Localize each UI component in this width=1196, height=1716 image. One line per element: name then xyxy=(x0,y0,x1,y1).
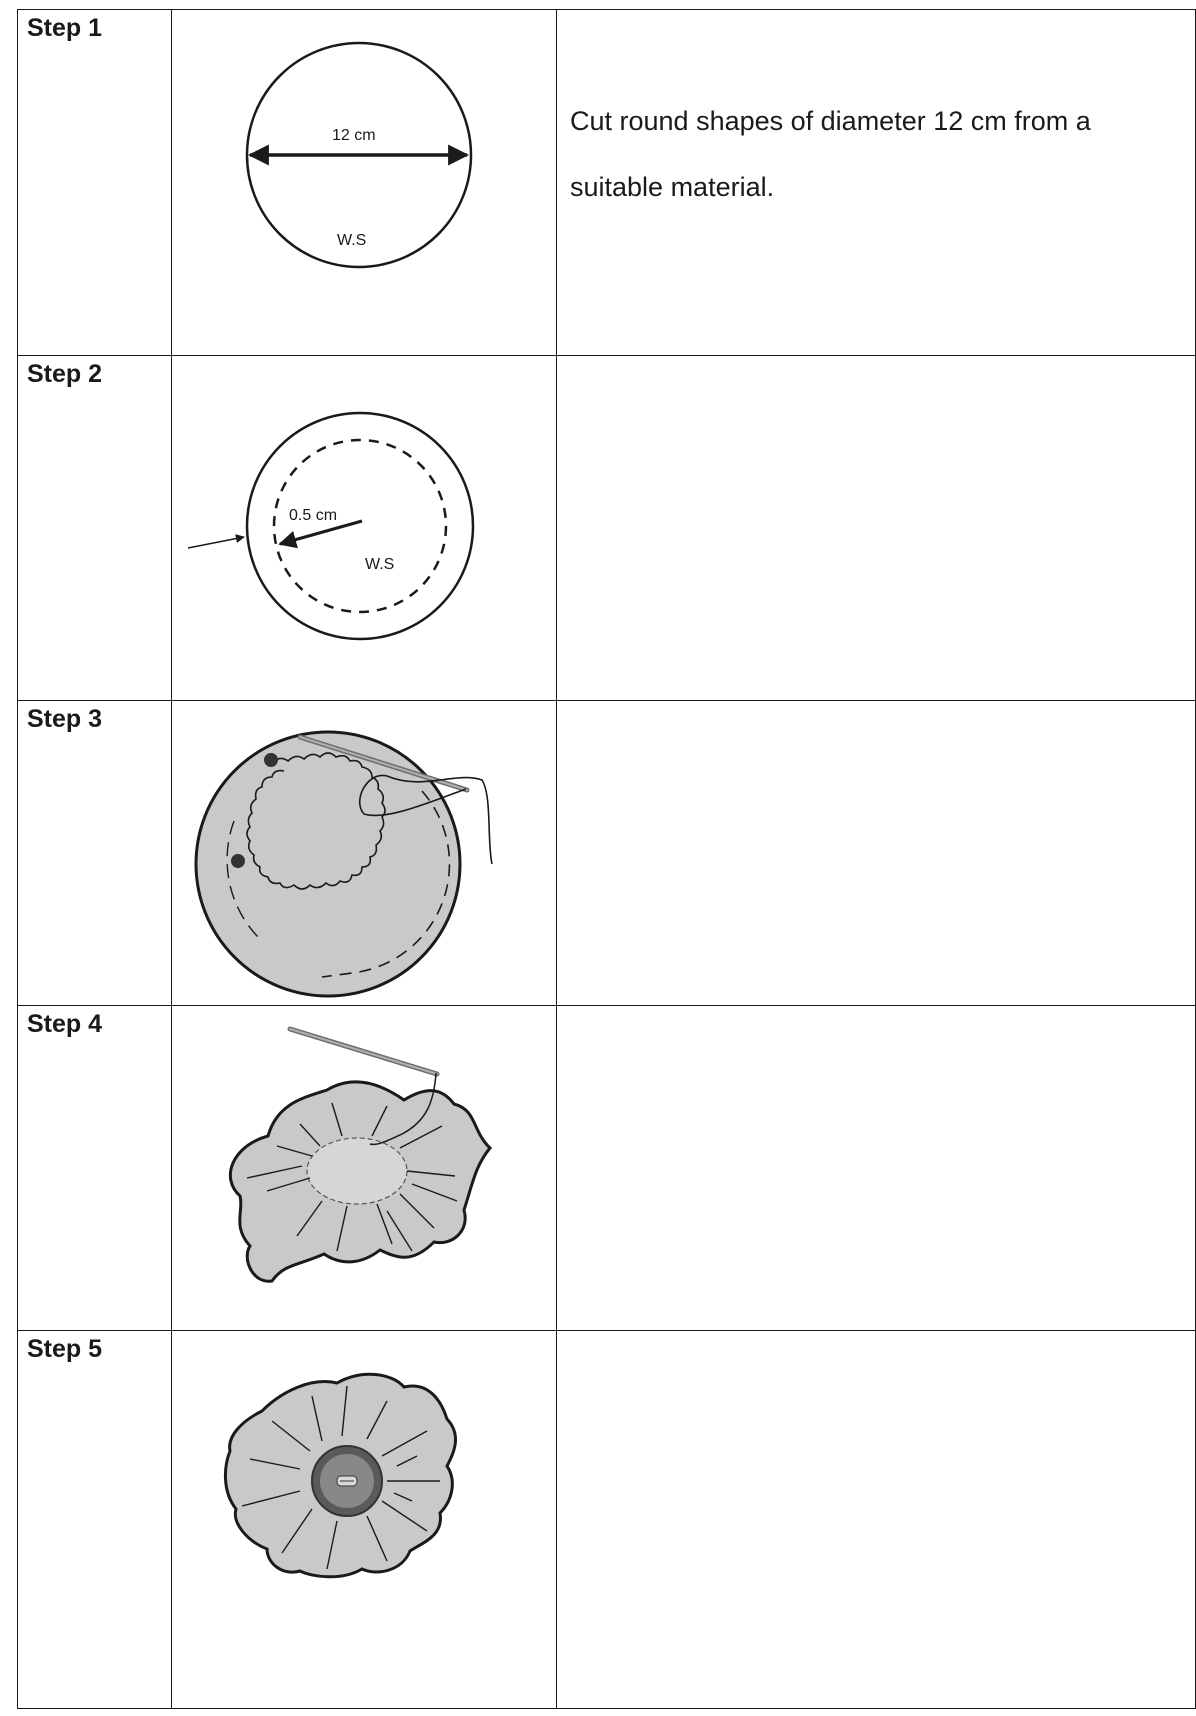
gathered-fabric-figure xyxy=(172,1006,557,1329)
step-description xyxy=(557,1006,1195,1084)
figure-cell xyxy=(172,1006,557,1331)
step-description xyxy=(557,356,1195,434)
steps-table: Step 1 12 cm W.S Cut round shapes of dia… xyxy=(17,9,1196,1709)
description-cell xyxy=(557,356,1196,701)
step-label: Step 1 xyxy=(18,10,171,43)
pin-dot xyxy=(264,753,278,767)
figure-cell xyxy=(172,701,557,1006)
dimension-label: 12 cm xyxy=(332,127,376,144)
needle-highlight xyxy=(290,1029,437,1074)
running-stitch-figure xyxy=(172,701,557,1004)
outer-edge-arrow xyxy=(188,537,244,548)
pin-dot xyxy=(231,854,245,868)
step-description xyxy=(557,701,1195,779)
step-label-cell: Step 1 xyxy=(18,10,172,356)
dimension-label: 0.5 cm xyxy=(289,507,337,524)
step-label-cell: Step 5 xyxy=(18,1331,172,1709)
description-cell xyxy=(557,701,1196,1006)
step-row-2: Step 2 0.5 cm W.S xyxy=(18,356,1196,701)
description-cell xyxy=(557,1006,1196,1331)
description-cell: Cut round shapes of diameter 12 cm from … xyxy=(557,10,1196,356)
step-row-4: Step 4 xyxy=(18,1006,1196,1331)
step-description xyxy=(557,1331,1195,1409)
step-label-cell: Step 2 xyxy=(18,356,172,701)
step-label: Step 4 xyxy=(18,1006,171,1039)
gathered-center xyxy=(307,1138,407,1204)
cut-circle-figure: 12 cm W.S xyxy=(172,10,557,354)
step-label: Step 3 xyxy=(18,701,171,734)
figure-cell: 12 cm W.S xyxy=(172,10,557,356)
finished-flower-figure xyxy=(172,1331,557,1707)
wrong-side-label: W.S xyxy=(337,232,366,249)
wrong-side-label: W.S xyxy=(365,556,394,573)
step-label-cell: Step 3 xyxy=(18,701,172,1006)
step-label: Step 5 xyxy=(18,1331,171,1364)
figure-cell: 0.5 cm W.S xyxy=(172,356,557,701)
description-cell xyxy=(557,1331,1196,1709)
step-row-3: Step 3 xyxy=(18,701,1196,1006)
step-label-cell: Step 4 xyxy=(18,1006,172,1331)
step-row-1: Step 1 12 cm W.S Cut round shapes of dia… xyxy=(18,10,1196,356)
fabric-circle xyxy=(247,413,473,639)
figure-cell xyxy=(172,1331,557,1709)
step-label: Step 2 xyxy=(18,356,171,389)
step-row-5: Step 5 xyxy=(18,1331,1196,1709)
step-description: Cut round shapes of diameter 12 cm from … xyxy=(557,10,1195,220)
seam-allowance-figure: 0.5 cm W.S xyxy=(172,356,557,699)
